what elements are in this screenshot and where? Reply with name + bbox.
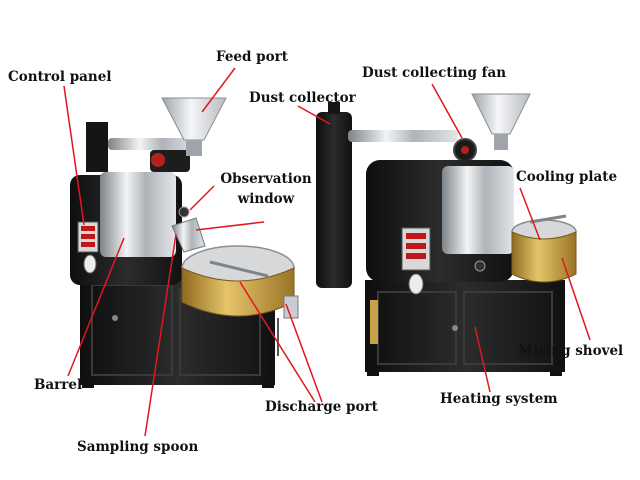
- leader-heating-system: [474, 326, 491, 393]
- leader-feed-port: [201, 67, 236, 113]
- label-observation-window-line2: window: [237, 190, 295, 207]
- label-sampling-spoon: Sampling spoon: [77, 439, 199, 455]
- right-roaster: [316, 93, 577, 376]
- right-display-2: [406, 243, 426, 249]
- right-display-1: [406, 233, 426, 239]
- right-foot-2: [550, 370, 562, 376]
- left-roaster: [70, 97, 299, 388]
- leader-dust-collecting-fan: [431, 83, 463, 139]
- leader-observation-window-2: [195, 221, 265, 231]
- left-top-pipe: [108, 138, 198, 150]
- left-discharge-chute: [171, 217, 206, 253]
- label-dust-collector: Dust collector: [249, 90, 356, 106]
- leader-barrel: [67, 237, 125, 377]
- label-discharge-port: Discharge port: [265, 399, 378, 415]
- label-observation-window: Observation window: [214, 171, 318, 207]
- left-mixing-arm: [209, 260, 269, 278]
- right-cooling-tray-wall: [511, 231, 577, 283]
- left-display-1: [81, 226, 95, 231]
- right-drum-front: [442, 166, 514, 254]
- label-barrel: Barrel: [34, 377, 83, 393]
- leader-cooling-plate: [519, 187, 541, 241]
- left-display-3: [81, 242, 95, 247]
- right-door-handle: [452, 325, 458, 331]
- leader-dust-collector: [297, 105, 331, 125]
- leader-discharge-port-2: [285, 303, 323, 403]
- label-dust-collecting-fan: Dust collecting fan: [362, 65, 507, 81]
- left-hopper: [161, 97, 227, 141]
- right-observation-window: [474, 260, 486, 272]
- left-door-handle: [112, 315, 118, 321]
- left-gauge: [83, 254, 97, 274]
- leader-mixing-shovel: [561, 257, 591, 341]
- leader-observation-window: [189, 185, 215, 211]
- label-feed-port: Feed port: [216, 49, 288, 65]
- left-hopper-neck: [186, 140, 202, 156]
- leader-discharge-port-1: [239, 281, 316, 403]
- label-control-panel: Control panel: [8, 69, 112, 85]
- right-hopper-neck: [494, 134, 508, 150]
- left-drum-front: [100, 172, 176, 257]
- right-dust-collector: [316, 112, 352, 288]
- label-mixing-shovel: Mixing shovel: [518, 343, 624, 359]
- right-collector-cap: [328, 102, 340, 114]
- left-display-2: [81, 234, 95, 239]
- left-foot-1: [82, 382, 94, 388]
- right-cabinet-door-2: [463, 291, 553, 365]
- left-tray-gate: [283, 295, 299, 319]
- left-observation-window: [178, 206, 190, 218]
- leader-sampling-spoon: [144, 233, 177, 437]
- leader-lines: [63, 67, 591, 437]
- right-fan-hub: [461, 146, 469, 154]
- label-heating-system: Heating system: [440, 391, 558, 407]
- leader-control-panel: [63, 85, 85, 226]
- right-top-pipe: [348, 130, 458, 142]
- left-chimney: [86, 122, 108, 172]
- right-gauge: [408, 273, 424, 295]
- right-foot-1: [367, 370, 379, 376]
- right-gas-fitting: [370, 300, 378, 344]
- label-cooling-plate: Cooling plate: [516, 169, 618, 185]
- left-foot-2: [262, 382, 274, 388]
- label-observation-window-line1: Observation: [220, 171, 312, 187]
- left-fan-knob: [151, 153, 165, 167]
- right-mixing-arm: [529, 214, 567, 224]
- right-hopper: [471, 93, 531, 135]
- right-display-3: [406, 253, 426, 259]
